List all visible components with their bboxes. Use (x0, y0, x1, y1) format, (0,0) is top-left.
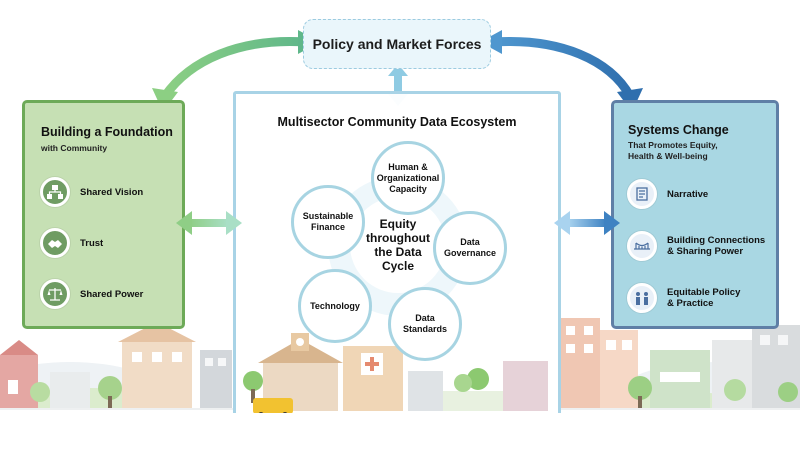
item-shared-vision: Shared Vision (40, 177, 143, 207)
foundation-subtitle: with Community (41, 143, 108, 153)
node-data-governance: Data Governance (433, 211, 507, 285)
trust-icon (40, 228, 70, 258)
item-label-line: Equitable Policy (667, 287, 741, 298)
foundation-title: Building a Foundation (41, 125, 173, 139)
policy-title: Policy and Market Forces (312, 36, 482, 52)
item-label-line: & Practice (667, 298, 714, 309)
systems-change-subtitle: That Promotes Equity, Health & Well-bein… (628, 140, 718, 162)
node-line: Human & (388, 161, 428, 172)
item-label-line: & Sharing Power (667, 246, 744, 257)
item-label-line: Building Connections (667, 235, 766, 246)
foundation-panel: Building a Foundation with Community Sha… (22, 100, 185, 329)
equity-core-label: Equity throughout the Data Cycle (366, 217, 430, 273)
item-shared-power: Shared Power (40, 279, 143, 309)
ecosystem-title: Multisector Community Data Ecosystem (277, 115, 517, 129)
equitable-policy-icon (627, 283, 657, 313)
item-narrative: Narrative (627, 179, 708, 209)
town-scene (233, 333, 561, 435)
core-line: throughout (366, 231, 430, 245)
item-label: Trust (80, 237, 104, 249)
item-label: Building Connections & Sharing Power (667, 235, 765, 257)
item-label: Shared Power (80, 288, 144, 300)
subtitle-line: Health & Well-being (628, 151, 708, 161)
policy-box: Policy and Market Forces (303, 19, 491, 69)
node-line: Governance (443, 248, 497, 258)
shared-power-icon (40, 279, 70, 309)
node-technology: Technology (298, 269, 372, 343)
item-trust: Trust (40, 228, 103, 258)
data-ecosystem-panel: Multisector Community Data Ecosystem (233, 91, 561, 435)
node-line: Organizational (376, 172, 440, 183)
core-line: Cycle (381, 259, 414, 273)
node-line: Data (415, 313, 435, 323)
item-label-line: Narrative (667, 188, 709, 200)
right-buildings (560, 318, 800, 410)
node-line: Sustainable (302, 211, 354, 221)
node-line: Data (460, 237, 480, 247)
item-building-connections: Building Connections & Sharing Power (627, 231, 765, 261)
narrative-icon (627, 179, 657, 209)
node-data-standards: Data Standards (388, 287, 462, 361)
item-equitable-policy: Equitable Policy & Practice (627, 283, 740, 313)
item-label: Narrative (667, 189, 708, 200)
systems-change-title: Systems Change (628, 123, 729, 137)
subtitle-line: That Promotes Equity, (628, 140, 718, 150)
node-human-capacity: Human & Organizational Capacity (371, 141, 445, 215)
core-line: the Data (374, 245, 422, 259)
node-line: Finance (310, 222, 345, 232)
node-sustainable-finance: Sustainable Finance (291, 185, 365, 259)
core-line: Equity (379, 217, 417, 231)
node-line: Technology (310, 300, 360, 311)
node-line: Standards (402, 324, 447, 334)
systems-change-panel: Systems Change That Promotes Equity, Hea… (611, 100, 779, 329)
shared-vision-icon (40, 177, 70, 207)
item-label: Equitable Policy & Practice (667, 287, 740, 309)
left-buildings (0, 322, 232, 410)
item-label: Shared Vision (80, 186, 144, 198)
building-connections-icon (627, 231, 657, 261)
node-line: Capacity (389, 183, 427, 194)
